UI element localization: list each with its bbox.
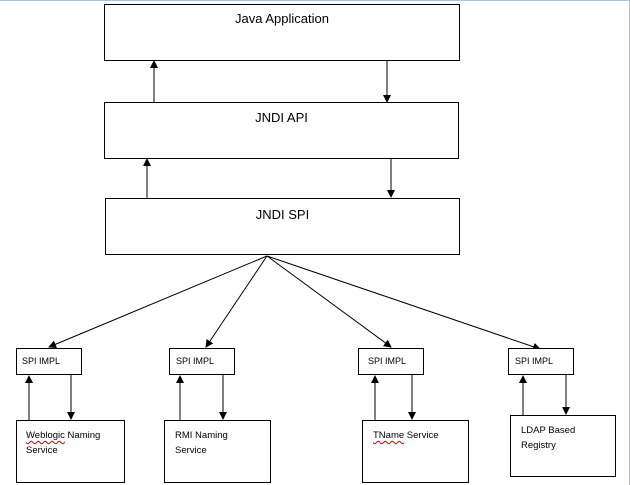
jndi-spi-box: JNDI SPI bbox=[105, 198, 460, 255]
service-name-part: RMI Naming bbox=[175, 430, 228, 441]
service-label: LDAP Based Registry bbox=[521, 423, 575, 453]
spi-to-impl-4-arrow bbox=[266, 255, 541, 351]
service-name-part: LDAP Based bbox=[521, 425, 576, 436]
java-application-label: Java Application bbox=[235, 11, 329, 26]
service-name-line2: Service bbox=[175, 445, 207, 456]
service-name-line2: Service bbox=[26, 445, 58, 456]
service-name-part: TName bbox=[373, 430, 405, 441]
spi-impl-box: SPI IMPL bbox=[16, 348, 82, 375]
spi-impl-label: SPI IMPL bbox=[368, 356, 407, 366]
jndi-api-label: JNDI API bbox=[255, 110, 308, 125]
service-label: Weblogic Naming Service bbox=[26, 428, 100, 458]
service-name-part: Service bbox=[404, 430, 439, 441]
spi-impl-box: SPI IMPL bbox=[358, 348, 424, 375]
spi-to-impl-2-arrow bbox=[205, 255, 268, 348]
service-box: RMI Naming Service bbox=[164, 420, 271, 483]
jndi-spi-label: JNDI SPI bbox=[255, 207, 310, 222]
service-label: RMI Naming Service bbox=[175, 428, 228, 458]
spi-to-impl-3-arrow bbox=[266, 255, 392, 348]
service-box: Weblogic Naming Service bbox=[16, 420, 125, 483]
java-application-box: Java Application bbox=[104, 4, 460, 61]
spi-impl-label: SPI IMPL bbox=[176, 356, 215, 366]
service-name-line2: Registry bbox=[521, 440, 556, 451]
spi-impl-box: SPI IMPL bbox=[169, 348, 235, 375]
jndi-api-box: JNDI API bbox=[104, 102, 459, 159]
service-label: TName Service bbox=[373, 428, 438, 443]
service-box: TName Service bbox=[362, 420, 469, 483]
spi-impl-box: SPI IMPL bbox=[508, 348, 574, 375]
service-box: LDAP Based Registry bbox=[510, 415, 616, 477]
spi-impl-label: SPI IMPL bbox=[515, 356, 554, 366]
service-name-part: Weblogic bbox=[26, 430, 65, 441]
spi-to-impl-1-arrow bbox=[48, 255, 268, 348]
spi-impl-label: SPI IMPL bbox=[22, 356, 61, 366]
window-edge-top bbox=[0, 0, 630, 1]
service-name-part: Naming bbox=[64, 430, 101, 441]
